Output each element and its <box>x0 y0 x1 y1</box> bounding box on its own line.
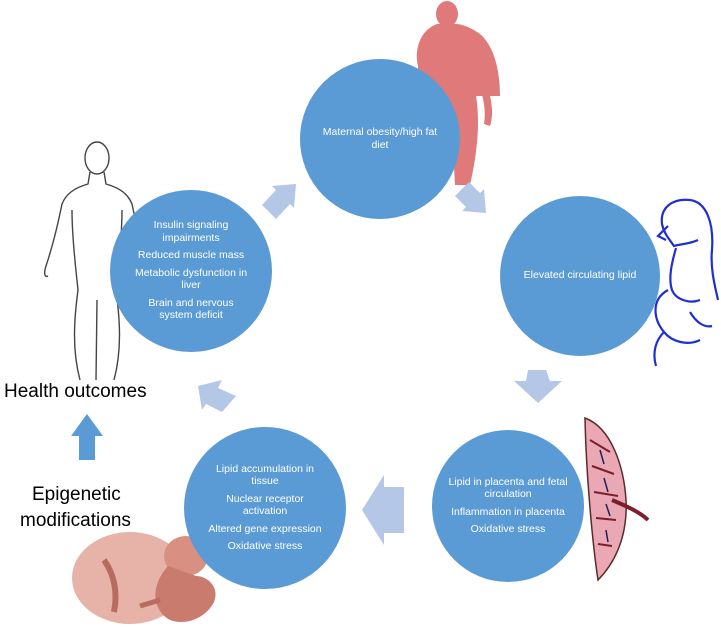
epigenetic-label-line1: Epigenetic <box>32 484 121 505</box>
stage-outcomes-text-3: Metabolic dysfunction in liver <box>134 266 248 292</box>
stage-placenta-text-3: Oxidative stress <box>470 523 546 535</box>
arrow-outcomes-to-maternal <box>262 184 296 219</box>
placenta-icon <box>584 416 650 582</box>
stage-lipid-text: Elevated circulating lipid <box>523 269 637 282</box>
pregnant-woman-icon <box>653 198 720 367</box>
up-arrow <box>71 414 103 460</box>
stage-outcomes-circle: Insulin signaling impairments Reduced mu… <box>110 190 272 352</box>
arrow-fetal-to-outcomes <box>198 380 236 412</box>
stage-fetal-circle: Lipid accumulation in tissue Nuclear rec… <box>184 427 346 589</box>
stage-placenta-text-1: Lipid in placenta and fetal circulation <box>448 475 568 501</box>
stage-fetal-text-2: Nuclear receptor activation <box>226 492 304 518</box>
arrow-maternal-to-lipid <box>455 182 486 213</box>
stage-maternal-text: Maternal obesity/high fat diet <box>322 126 438 151</box>
stage-placenta-circle: Lipid in placenta and fetal circulation … <box>432 430 584 582</box>
flow-arrows <box>198 182 562 545</box>
stage-outcomes-text-1: Insulin signaling impairments <box>153 219 229 244</box>
stage-fetal-text-1: Lipid accumulation in tissue <box>215 462 315 488</box>
epigenetic-label-line2: modifications <box>20 510 131 531</box>
stage-fetal-text-3: Altered gene expression <box>208 522 322 535</box>
stage-outcomes-text-2: Reduced muscle mass <box>137 249 245 262</box>
health-outcomes-label: Health outcomes <box>4 381 147 402</box>
stage-lipid-circle: Elevated circulating lipid <box>500 196 660 356</box>
stage-maternal-circle: Maternal obesity/high fat diet <box>300 59 460 219</box>
arrow-placenta-to-fetal <box>362 475 404 545</box>
stage-fetal-text-4: Oxidative stress <box>227 540 303 552</box>
stage-outcomes-text-4: Brain and nervous system deficit <box>148 296 234 322</box>
arrow-lipid-to-placenta <box>514 370 562 403</box>
stage-placenta-text-2: Inflammation in placenta <box>451 505 565 518</box>
